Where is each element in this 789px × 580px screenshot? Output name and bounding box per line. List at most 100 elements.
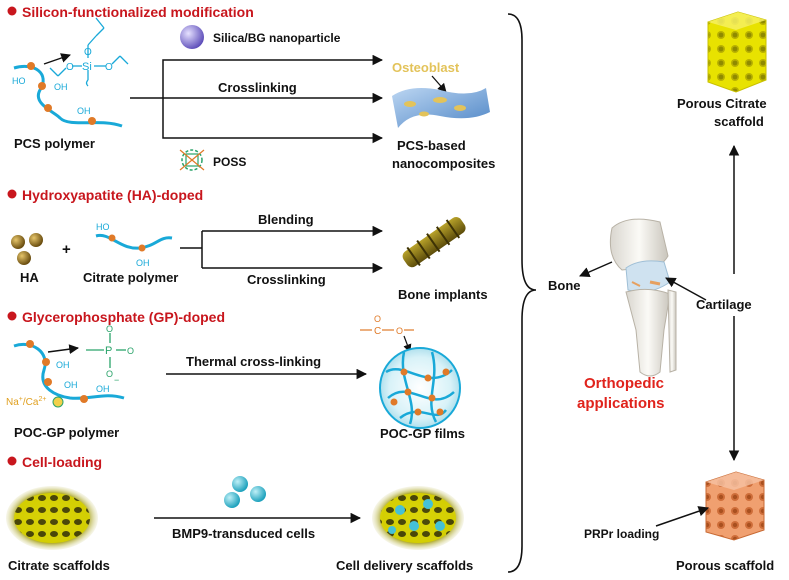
phosphorus-label: P — [105, 345, 112, 357]
plus-sign: + — [62, 241, 71, 258]
oxygen-label: O — [106, 369, 113, 379]
poc-gp-film-icon — [379, 347, 461, 429]
osteoblast-label: Osteoblast — [392, 60, 460, 75]
section-gp: Glycerophosphate (GP)-doped OH OH OH P O… — [6, 309, 465, 441]
section-title-ha: Hydroxyapatite (HA)-doped — [22, 187, 203, 203]
polymer-node — [108, 234, 116, 242]
composite-label-line1: PCS-based — [397, 138, 466, 153]
hydroxyapatite-particle — [17, 251, 31, 265]
oxygen-label: O — [396, 326, 403, 336]
citrate-chain — [95, 233, 173, 250]
oxygen-label: O — [106, 324, 113, 334]
poc-gp-polymer-label: POC-GP polymer — [14, 425, 119, 440]
section-silicon: Silicon-functionalized modification HO O… — [7, 4, 495, 171]
link-arrow — [43, 53, 71, 65]
polymer-node — [26, 340, 34, 348]
hydroxyl-label: OH — [54, 82, 68, 92]
hydroxyapatite-particle — [11, 235, 25, 249]
cell-delivery-label: Cell delivery scaffolds — [336, 558, 473, 573]
osteoblast-arrow — [431, 75, 447, 93]
hydroxyl-label: OH — [136, 258, 150, 268]
oxygen-label: O — [105, 62, 113, 73]
section-ha: Hydroxyapatite (HA)-doped HA + HO OH Cit… — [7, 187, 488, 302]
orthopedic-label-line2: applications — [577, 395, 665, 412]
porous-scaffold-image — [705, 471, 765, 541]
porous-scaffold-label: Porous scaffold — [676, 558, 774, 573]
poc-gp-films-label: POC-GP films — [380, 426, 465, 441]
arrow-silica — [162, 54, 384, 98]
hydroxyl-label: OH — [64, 380, 78, 390]
prpr-label: PRPr loading — [584, 527, 659, 541]
section-title-gp: Glycerophosphate (GP)-doped — [22, 309, 225, 325]
cell-delivery-scaffold-image — [372, 486, 464, 550]
oxygen-label: O — [127, 346, 134, 356]
prpr-arrow — [655, 506, 709, 527]
hydroxyl-label: OH — [96, 384, 110, 394]
citrate-scaffold-image — [6, 486, 98, 550]
blending-label: Blending — [258, 212, 314, 227]
carbon-label: C — [374, 326, 381, 337]
siloxane-structure — [49, 17, 129, 87]
bone-label: Bone — [548, 278, 581, 293]
bone-implants-label: Bone implants — [398, 287, 488, 302]
poss-icon — [179, 149, 205, 171]
citrate-polymer-label: Citrate polymer — [83, 270, 178, 285]
bullet-icon — [7, 456, 17, 466]
thermal-label: Thermal cross-linking — [186, 354, 321, 369]
branch-line — [180, 231, 203, 268]
cartilage-arrow — [665, 277, 707, 301]
osteoblast-cell — [433, 97, 447, 103]
polymer-node — [44, 104, 52, 112]
pcs-polymer-label: PCS polymer — [14, 136, 95, 151]
crosslinking-label: Crosslinking — [218, 80, 297, 95]
hydroxyl-label: HO — [12, 76, 26, 86]
bone-implant-icon — [402, 217, 466, 268]
polymer-node — [80, 395, 88, 403]
osteoblast-cell — [404, 101, 416, 107]
cartilage-label: Cartilage — [696, 297, 752, 312]
section-title-silicon: Silicon-functionalized modification — [22, 4, 254, 20]
polymer-node — [42, 358, 50, 366]
charge-label: − — [114, 375, 119, 385]
cell-icon — [250, 486, 266, 502]
nanocomposite-sheet — [392, 88, 490, 128]
cell-icon — [224, 492, 240, 508]
hydroxyl-label: HO — [96, 222, 110, 232]
silica-label: Silica/BG nanoparticle — [213, 31, 341, 45]
porous-citrate-label-line1: Porous Citrate — [677, 96, 767, 111]
silicon-atom-label: Si — [82, 61, 92, 73]
polymer-node — [27, 62, 35, 70]
knee-joint-image — [609, 218, 677, 377]
citrate-scaffolds-label: Citrate scaffolds — [8, 558, 110, 573]
section-cell: Cell-loading Citrate scaffolds BMP9-tran… — [6, 454, 473, 573]
composite-label-line2: nanocomposites — [392, 156, 495, 171]
crosslinking-label: Crosslinking — [247, 272, 326, 287]
osteoblast-cell — [454, 105, 466, 111]
poss-label: POSS — [213, 155, 246, 169]
ion-label: Na+/Ca2+ — [6, 396, 46, 408]
bullet-icon — [7, 189, 17, 199]
ion-icon — [52, 396, 64, 408]
ha-label: HA — [20, 270, 39, 285]
hydroxyapatite-particle — [29, 233, 43, 247]
silica-nanoparticle-icon — [180, 25, 204, 49]
oxygen-label: O — [66, 62, 74, 73]
arrow-poss — [162, 98, 384, 144]
bullet-icon — [7, 6, 17, 16]
porous-citrate-label-line2: scaffold — [714, 114, 764, 129]
oxygen-label: O — [374, 314, 381, 324]
section-title-cell: Cell-loading — [22, 454, 102, 470]
hydroxyl-label: OH — [56, 360, 70, 370]
osteoblast-cell — [419, 111, 429, 117]
orthopedic-label-line1: Orthopedic — [584, 375, 664, 392]
porous-citrate-scaffold-image — [707, 11, 767, 93]
polymer-node — [38, 82, 46, 90]
grouping-brace — [507, 13, 537, 573]
polymer-node — [44, 378, 52, 386]
right-panel: Porous Citrate scaffold Bone Cartilage O… — [548, 11, 774, 573]
link-arrow — [47, 344, 79, 355]
polymer-chain — [13, 343, 125, 400]
oxygen-label: O — [84, 47, 92, 58]
polymer-node — [138, 244, 146, 252]
